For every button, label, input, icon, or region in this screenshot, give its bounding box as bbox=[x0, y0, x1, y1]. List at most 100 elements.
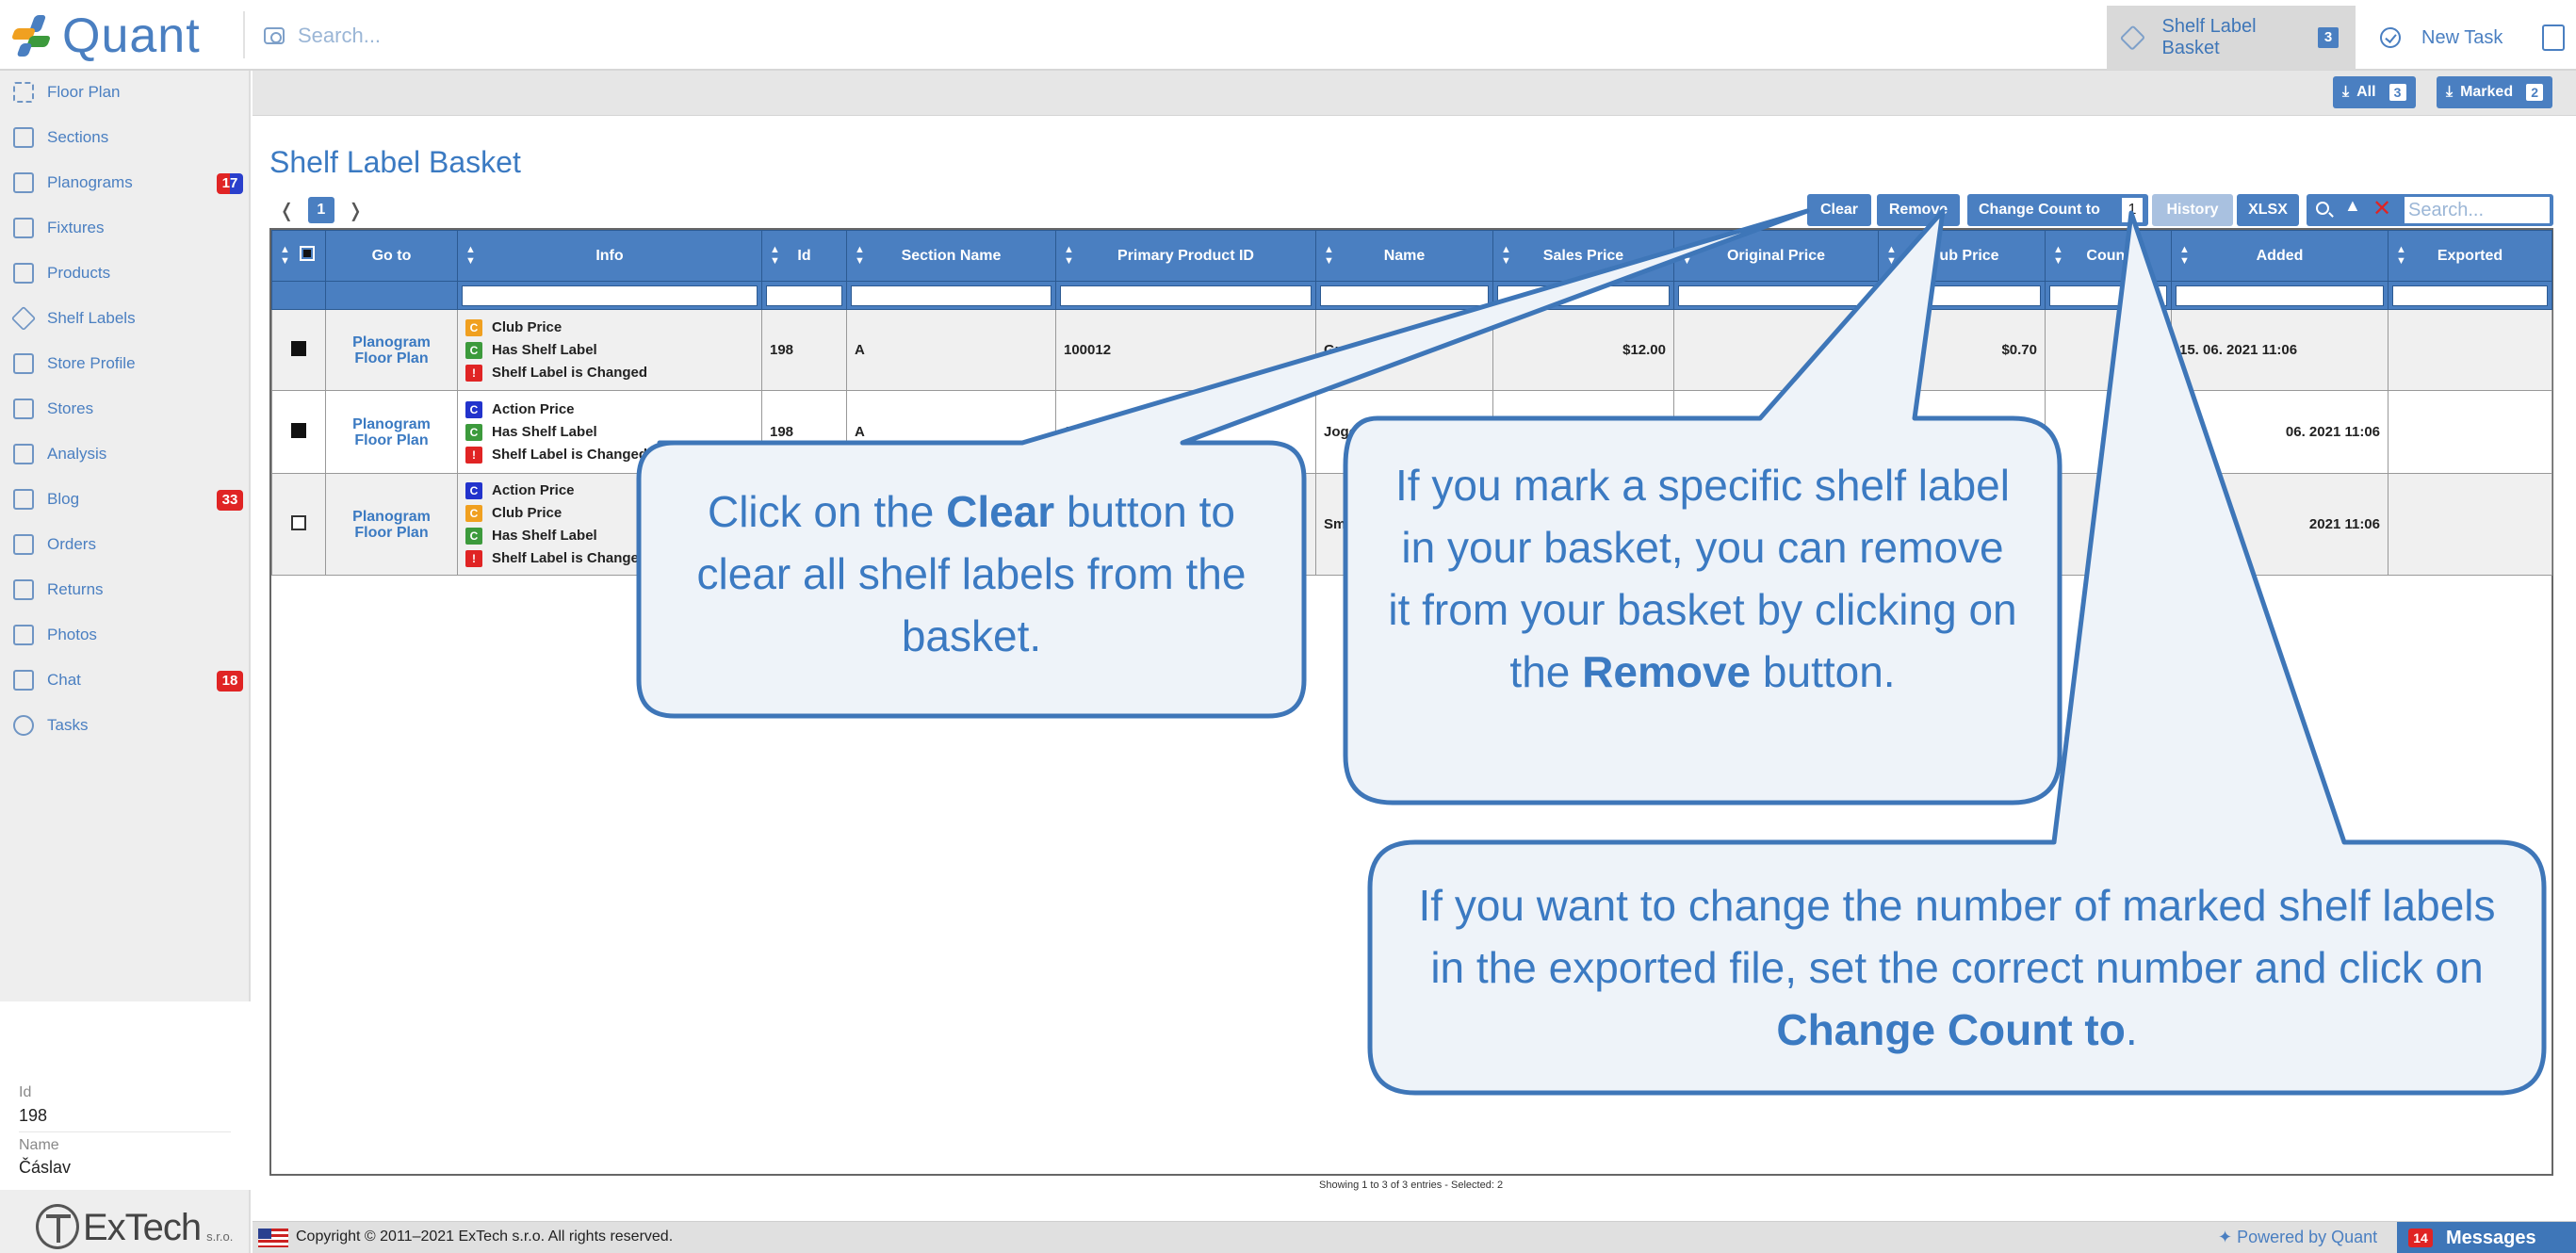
goto-floor-plan-link[interactable]: Floor Plan bbox=[354, 431, 429, 448]
remove-button[interactable]: Remove bbox=[1877, 194, 1960, 226]
sidebar-item-floor-plan[interactable]: Floor Plan bbox=[0, 72, 251, 113]
download-marked-button[interactable]: ⤓ Marked 2 bbox=[2437, 76, 2553, 108]
sidebar-item-orders[interactable]: Orders bbox=[0, 524, 251, 565]
row-checkbox[interactable] bbox=[291, 340, 306, 356]
tab-new-task[interactable]: New Task bbox=[2363, 6, 2523, 70]
column-header-id[interactable]: ▲▼Id bbox=[761, 230, 847, 282]
search-icon[interactable] bbox=[2316, 202, 2329, 215]
column-header-select[interactable]: ▲▼ bbox=[271, 230, 326, 282]
column-header-added[interactable]: ▲▼Added bbox=[2171, 230, 2389, 282]
chat-badge: 18 bbox=[217, 671, 243, 692]
clear-button[interactable]: Clear bbox=[1807, 194, 1871, 226]
download-all-label: All bbox=[2356, 84, 2376, 100]
tag-code: C bbox=[465, 481, 482, 499]
sidebar-item-returns[interactable]: Returns bbox=[0, 569, 251, 610]
sidebar-item-chat[interactable]: Chat 18 bbox=[0, 659, 251, 701]
next-page-button[interactable]: ❭ bbox=[347, 200, 364, 221]
column-header-sales-price[interactable]: ▲▼Sales Price bbox=[1492, 230, 1674, 282]
filter-input-count[interactable] bbox=[2049, 285, 2167, 306]
download-all-button[interactable]: ⤓ All 3 bbox=[2333, 76, 2416, 108]
check-circle-icon bbox=[2380, 27, 2401, 48]
sidebar-item-photos[interactable]: Photos bbox=[0, 614, 251, 656]
select-all-checkbox[interactable] bbox=[300, 246, 315, 261]
info-tag: !Shelf Label is Changed bbox=[465, 362, 754, 384]
sort-icon[interactable]: ▲▼ bbox=[2396, 244, 2406, 267]
extech-name: ExTech bbox=[83, 1207, 202, 1248]
filter-input-info[interactable] bbox=[462, 285, 758, 306]
download-icon: ⤓ bbox=[2342, 84, 2350, 100]
xlsx-button[interactable]: XLSX bbox=[2237, 194, 2299, 226]
column-header-club-price[interactable]: ▲▼Club Price bbox=[1878, 230, 2046, 282]
global-search[interactable]: Search... bbox=[264, 17, 923, 55]
sidebar-item-fixtures[interactable]: Fixtures bbox=[0, 207, 251, 249]
quant-logo[interactable]: Quant bbox=[10, 8, 201, 64]
filter-input-exported[interactable] bbox=[2392, 285, 2548, 306]
history-button[interactable]: History bbox=[2152, 194, 2233, 226]
sidebar-item-stores[interactable]: Stores bbox=[0, 388, 251, 430]
messages-button[interactable]: 14 Messages bbox=[2397, 1222, 2576, 1253]
club-price-cell: $0.70 bbox=[1878, 309, 2046, 391]
column-header-primary-product-id[interactable]: ▲▼Primary Product ID bbox=[1055, 230, 1316, 282]
sidebar-item-shelf-labels[interactable]: Shelf Labels bbox=[0, 298, 251, 339]
column-header-name[interactable]: ▲▼Name bbox=[1315, 230, 1493, 282]
row-checkbox[interactable] bbox=[291, 514, 306, 530]
store-icon bbox=[13, 399, 34, 419]
sidebar-item-store-profile[interactable]: Store Profile bbox=[0, 343, 251, 384]
prev-page-button[interactable]: ❬ bbox=[279, 200, 295, 221]
sort-icon[interactable]: ▲▼ bbox=[1682, 244, 1692, 267]
sort-icon[interactable]: ▲▼ bbox=[1324, 244, 1334, 267]
sort-icon[interactable]: ▲▼ bbox=[1886, 244, 1897, 267]
count-input[interactable]: 1 bbox=[2121, 197, 2144, 223]
column-header-count[interactable]: ▲▼Count bbox=[2045, 230, 2172, 282]
sidebar-item-products[interactable]: Products bbox=[0, 252, 251, 294]
callout-clear-text-1: Click on the bbox=[707, 487, 947, 536]
sort-icon[interactable]: ▲▼ bbox=[465, 244, 476, 267]
sidebar-item-planograms[interactable]: Planograms 17 bbox=[0, 162, 251, 203]
us-flag-icon[interactable] bbox=[258, 1229, 288, 1247]
column-header-section-name[interactable]: ▲▼Section Name bbox=[846, 230, 1056, 282]
sidebar-item-blog[interactable]: Blog 33 bbox=[0, 479, 251, 520]
sort-icon[interactable]: ▲▼ bbox=[2179, 244, 2190, 267]
sidebar-item-analysis[interactable]: Analysis bbox=[0, 433, 251, 475]
goto-planogram-link[interactable]: Planogram bbox=[352, 508, 431, 525]
filter-input-added[interactable] bbox=[2176, 285, 2384, 306]
column-header-exported[interactable]: ▲▼Exported bbox=[2388, 230, 2552, 282]
sort-icon[interactable]: ▲▼ bbox=[2053, 244, 2063, 267]
sort-icon[interactable]: ▲▼ bbox=[770, 244, 780, 267]
goto-floor-plan-link[interactable]: Floor Plan bbox=[354, 350, 429, 366]
sort-icon[interactable]: ▲▼ bbox=[1501, 244, 1511, 267]
table-search-input[interactable]: Search... bbox=[2405, 197, 2550, 223]
filter-input-club-price[interactable] bbox=[1883, 285, 2041, 306]
tab-shelf-label-basket[interactable]: Shelf Label Basket 3 bbox=[2107, 6, 2356, 70]
camera-icon[interactable] bbox=[264, 27, 285, 44]
user-profile-button[interactable] bbox=[2531, 6, 2576, 70]
powered-by-link[interactable]: ✦ Powered by Quant bbox=[2218, 1228, 2378, 1246]
column-header-info[interactable]: ▲▼Info bbox=[457, 230, 762, 282]
filter-input-sales-price[interactable] bbox=[1497, 285, 1670, 306]
goto-planogram-link[interactable]: Planogram bbox=[352, 334, 431, 350]
sidebar-item-tasks[interactable]: Tasks bbox=[0, 705, 251, 746]
filter-input-name[interactable] bbox=[1320, 285, 1489, 306]
column-header-original-price[interactable]: ▲▼Original Price bbox=[1673, 230, 1879, 282]
photo-icon bbox=[13, 625, 34, 645]
column-header-goto[interactable]: Go to bbox=[325, 230, 458, 282]
triangle-up-icon[interactable]: ▲ bbox=[2344, 196, 2361, 215]
added-cell: 15. 06. 2021 11:06 bbox=[2171, 309, 2389, 391]
sidebar-item-sections[interactable]: Sections bbox=[0, 117, 251, 158]
callout-change-text-1: If you want to change the number of mark… bbox=[1418, 881, 2496, 992]
goto-planogram-link[interactable]: Planogram bbox=[352, 415, 431, 432]
filter-input-original-price[interactable] bbox=[1678, 285, 1874, 306]
global-search-placeholder: Search... bbox=[298, 24, 382, 47]
sort-icon[interactable]: ▲▼ bbox=[1064, 244, 1074, 267]
filter-input-id[interactable] bbox=[766, 285, 842, 306]
sort-icon[interactable]: ▲▼ bbox=[280, 244, 290, 267]
sort-icon[interactable]: ▲▼ bbox=[855, 244, 865, 267]
close-icon[interactable]: ✕ bbox=[2372, 196, 2392, 221]
filter-input-primary-product-id[interactable] bbox=[1060, 285, 1312, 306]
download-icon: ⤓ bbox=[2446, 84, 2454, 100]
page-1-button[interactable]: 1 bbox=[307, 197, 334, 223]
row-checkbox[interactable] bbox=[291, 422, 306, 438]
filter-input-section-name[interactable] bbox=[851, 285, 1052, 306]
goto-floor-plan-link[interactable]: Floor Plan bbox=[354, 524, 429, 541]
